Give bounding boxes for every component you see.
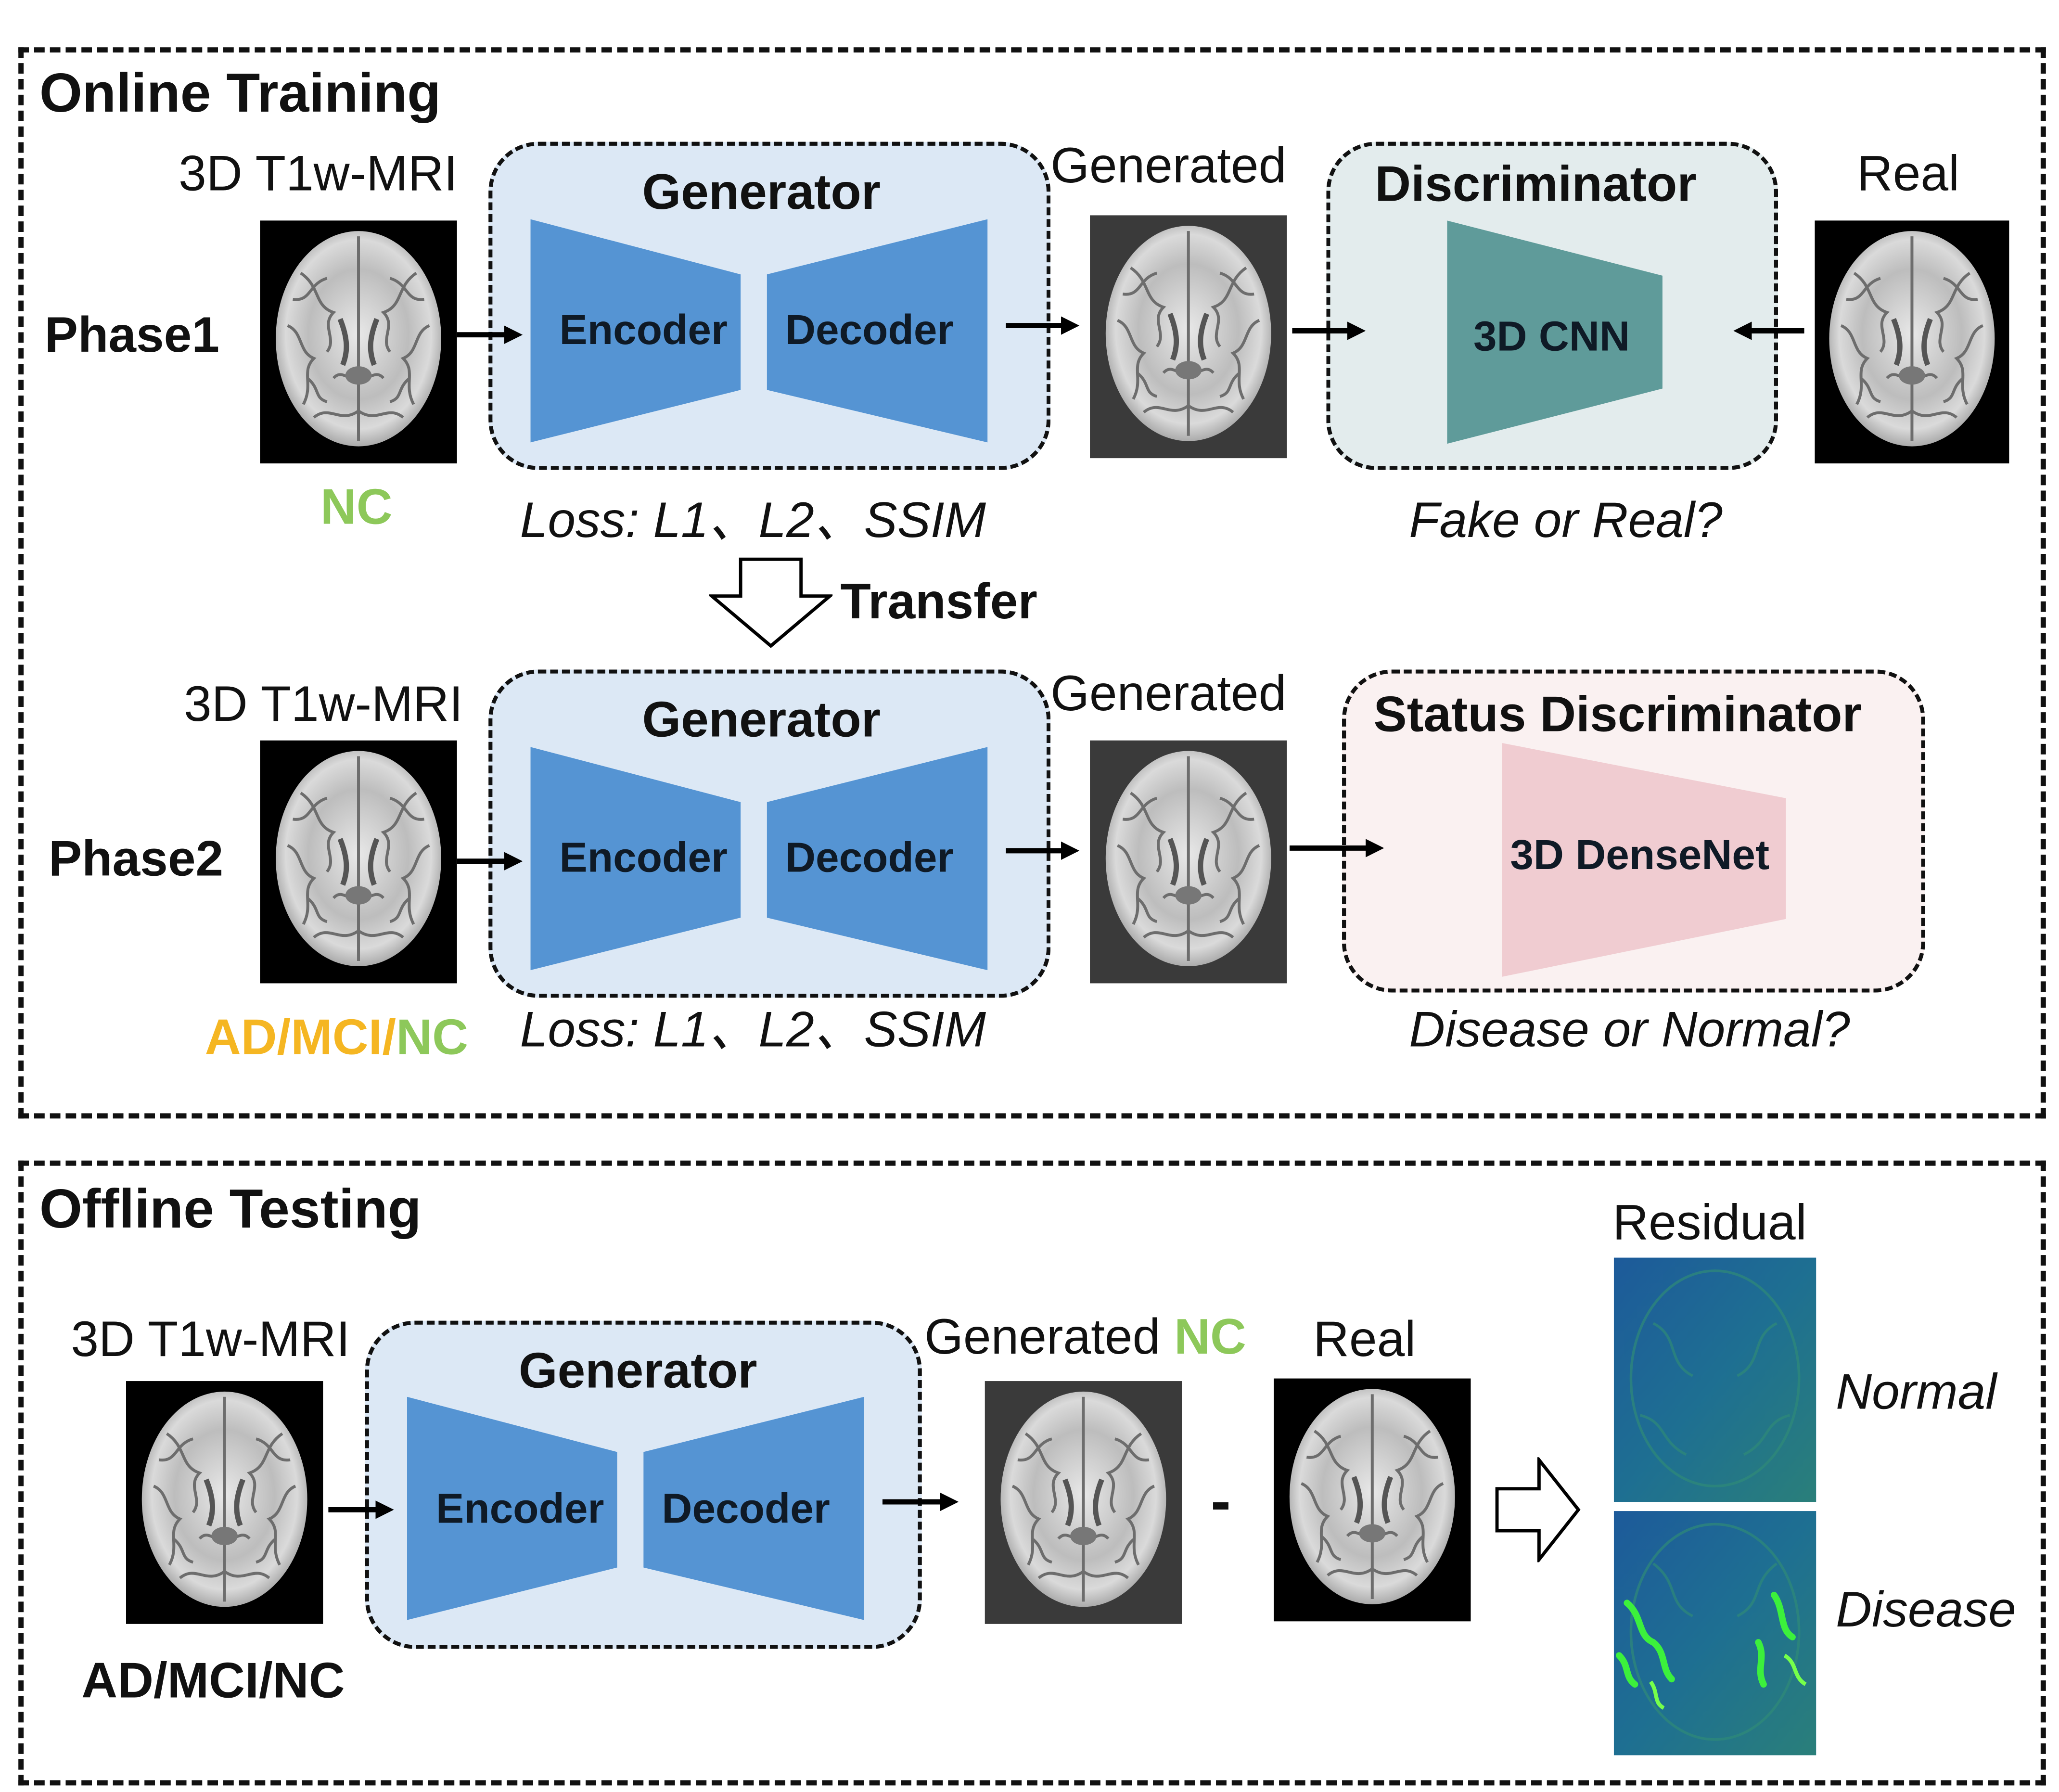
phase2-loss: Loss: L1、L2、SSIM [520, 1003, 986, 1058]
phase2-arrow-input [457, 852, 523, 870]
phase2-arrow-generated [1006, 841, 1080, 860]
phase1-real-image [1815, 220, 2009, 464]
phase1-arrow-real [1733, 321, 1804, 340]
offline-testing-frame [18, 1160, 2046, 1786]
offline-encoder-label: Encoder [436, 1485, 604, 1532]
phase1-input-label: 3D T1w-MRI [179, 147, 458, 203]
phase2-decoder-label: Decoder [785, 833, 954, 881]
offline-generated-class: NC [1174, 1310, 1246, 1366]
phase2-generated-label: Generated [1050, 666, 1287, 722]
offline-input-label: 3D T1w-MRI [71, 1313, 350, 1368]
offline-generated-label: Generated NC [924, 1313, 1246, 1363]
phase2-generated-image [1090, 740, 1287, 984]
phase2-class-ad-mci: AD/MCI/ [205, 1011, 396, 1066]
phase2-input-label: 3D T1w-MRI [184, 677, 463, 733]
offline-arrow-generated [882, 1492, 959, 1511]
phase1-loss: Loss: L1、L2、SSIM [520, 493, 986, 549]
offline-encoder [407, 1396, 617, 1620]
phase1-arrow-generated [1006, 316, 1080, 335]
offline-generator-title: Generator [518, 1344, 757, 1400]
online-training-frame [18, 47, 2046, 1119]
phase1-decoder [767, 219, 988, 443]
phase2-label: Phase2 [48, 832, 224, 888]
offline-generated-image [985, 1381, 1182, 1624]
offline-generated-text: Generated [924, 1310, 1175, 1366]
offline-input-image [126, 1381, 323, 1624]
phase2-arrow-discriminator [1289, 839, 1384, 858]
residual-disease-image [1613, 1511, 1816, 1755]
offline-arrow-input [328, 1500, 394, 1519]
phase1-decoder-label: Decoder [785, 306, 954, 353]
offline-decoder [643, 1396, 864, 1620]
offline-minus: - [1211, 1466, 1231, 1535]
phase2-encoder [530, 747, 741, 971]
offline-decoder-label: Decoder [662, 1485, 830, 1532]
phase2-densenet-label: 3D DenseNet [1510, 831, 1770, 879]
phase1-label: Phase1 [44, 308, 219, 364]
phase1-generated-label: Generated [1050, 139, 1287, 194]
phase2-input-class: AD/MCI/NC [205, 1013, 468, 1063]
phase2-generator-title: Generator [642, 693, 881, 749]
phase2-question: Disease or Normal? [1409, 1003, 1850, 1058]
offline-input-class: AD/MCI/NC [81, 1654, 345, 1710]
phase1-generator-title: Generator [642, 165, 881, 221]
residual-normal-image [1613, 1257, 1816, 1502]
phase1-arrow-input [457, 325, 523, 344]
phase2-encoder-label: Encoder [559, 833, 728, 881]
phase1-real-label: Real [1856, 147, 1960, 203]
phase1-discriminator-title: Discriminator [1375, 157, 1697, 213]
transfer-arrow-icon [709, 557, 833, 648]
offline-real-image [1274, 1378, 1471, 1622]
phase2-decoder [767, 747, 988, 971]
phase2-discriminator-title: Status Discriminator [1373, 688, 1862, 743]
offline-testing-title: Offline Testing [39, 1178, 422, 1240]
offline-real-label: Real [1313, 1313, 1416, 1368]
phase1-3d-cnn-label: 3D CNN [1473, 312, 1630, 360]
phase1-encoder-label: Encoder [559, 306, 728, 353]
phase1-generated-image [1090, 215, 1287, 459]
phase2-densenet-shape [1502, 743, 1786, 977]
phase1-question: Fake or Real? [1409, 493, 1723, 549]
phase1-3d-cnn-shape [1447, 220, 1663, 444]
transfer-label: Transfer [840, 575, 1037, 630]
offline-hollow-arrow-icon [1495, 1457, 1581, 1562]
phase1-arrow-discriminator [1292, 321, 1366, 340]
phase2-input-image [260, 740, 457, 984]
residual-label: Residual [1612, 1196, 1807, 1251]
phase1-encoder [530, 219, 741, 443]
residual-normal-label: Normal [1836, 1365, 1997, 1421]
residual-disease-label: Disease [1836, 1583, 2016, 1638]
phase1-input-image [260, 220, 457, 464]
online-training-title: Online Training [39, 62, 441, 124]
phase1-input-class: NC [320, 480, 393, 536]
phase2-class-nc: NC [396, 1011, 469, 1066]
